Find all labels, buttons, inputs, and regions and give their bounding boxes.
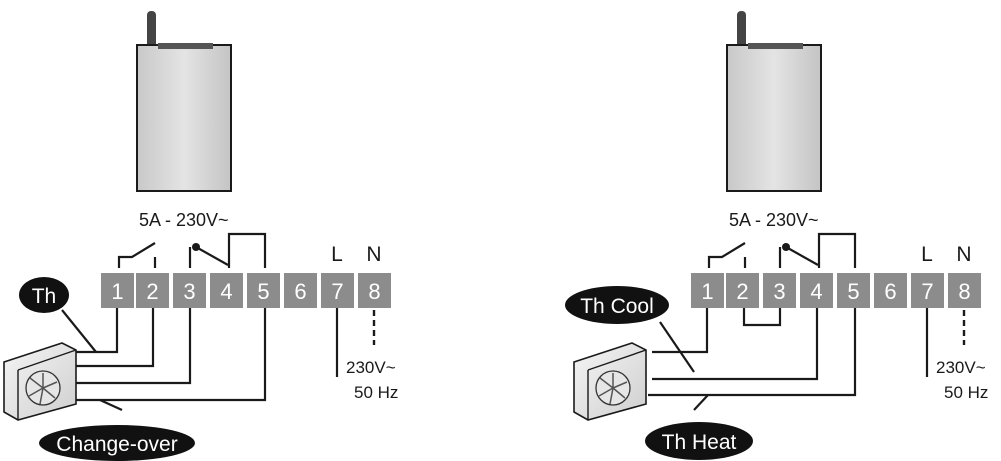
left-diagram: 5A - 230V~ 1 2 3 4 5 6 7 8 L N 230V~ 50 … (3, 11, 398, 461)
terminal-4: 4 (210, 273, 243, 308)
right-unit-wires (648, 308, 857, 411)
left-unit-wires (60, 308, 267, 412)
svg-text:5: 5 (257, 279, 269, 304)
antenna-icon (737, 11, 746, 51)
svg-text:Th Cool: Th Cool (580, 295, 654, 318)
svg-text:8: 8 (958, 279, 970, 304)
svg-text:6: 6 (884, 279, 896, 304)
right-line-label: L (921, 243, 933, 266)
left-line-label: L (331, 243, 343, 266)
left-rating-label: 5A - 230V~ (139, 210, 229, 230)
terminal-6: 6 (874, 273, 907, 308)
svg-text:2: 2 (146, 279, 158, 304)
terminal-7: 7 (321, 273, 354, 308)
left-neutral-label: N (366, 243, 381, 266)
terminal-1: 1 (691, 273, 724, 308)
svg-text:3: 3 (183, 279, 195, 304)
right-neutral-label: N (956, 243, 971, 266)
svg-text:8: 8 (368, 279, 380, 304)
right-cool-pill: Th Cool (565, 286, 669, 324)
right-rating-label: 5A - 230V~ (729, 210, 819, 230)
terminal-1: 1 (101, 273, 134, 308)
terminal-3: 3 (763, 273, 796, 308)
svg-text:7: 7 (331, 279, 343, 304)
right-relay-contacts (707, 232, 857, 268)
svg-text:4: 4 (220, 279, 232, 304)
receiver-body (726, 44, 822, 192)
terminal-6: 6 (284, 273, 317, 308)
terminal-3: 3 (173, 273, 206, 308)
right-receiver-device (726, 11, 822, 192)
svg-text:Th Heat: Th Heat (662, 431, 737, 454)
left-terminal-block: 1 2 3 4 5 6 7 8 (101, 273, 391, 308)
terminal-7: 7 (911, 273, 944, 308)
antenna-icon (147, 11, 156, 51)
svg-text:Th: Th (32, 285, 57, 308)
svg-text:7: 7 (921, 279, 933, 304)
svg-text:5: 5 (847, 279, 859, 304)
right-supply-voltage: 230V~ (936, 358, 986, 377)
left-supply-frequency: 50 Hz (354, 383, 398, 402)
left-receiver-device (136, 11, 232, 192)
terminal-8: 8 (358, 273, 391, 308)
terminal-8: 8 (948, 273, 981, 308)
svg-text:1: 1 (701, 279, 713, 304)
terminal-2: 2 (136, 273, 169, 308)
right-heat-pill: Th Heat (645, 422, 753, 460)
left-thermostat-pill: Th (19, 277, 69, 313)
right-diagram: 5A - 230V~ 1 2 3 4 5 6 7 8 L N 230V~ 50 … (565, 11, 988, 460)
terminal-2: 2 (726, 273, 759, 308)
left-relay-contacts (117, 232, 267, 268)
right-terminal-block: 1 2 3 4 5 6 7 8 (691, 273, 981, 308)
terminal-4: 4 (800, 273, 833, 308)
left-ac-unit-icon (3, 342, 77, 421)
terminal-5: 5 (247, 273, 280, 308)
svg-text:4: 4 (810, 279, 822, 304)
right-bridge-2-3 (742, 308, 782, 327)
left-changeover-pill: Change-over (39, 425, 195, 461)
svg-text:6: 6 (294, 279, 306, 304)
svg-text:3: 3 (773, 279, 785, 304)
receiver-body (136, 44, 232, 192)
svg-text:Change-over: Change-over (56, 433, 177, 456)
right-supply-frequency: 50 Hz (944, 383, 988, 402)
svg-text:2: 2 (736, 279, 748, 304)
left-supply-voltage: 230V~ (346, 358, 396, 377)
right-ac-unit-icon (573, 342, 647, 421)
svg-text:1: 1 (111, 279, 123, 304)
terminal-5: 5 (837, 273, 870, 308)
